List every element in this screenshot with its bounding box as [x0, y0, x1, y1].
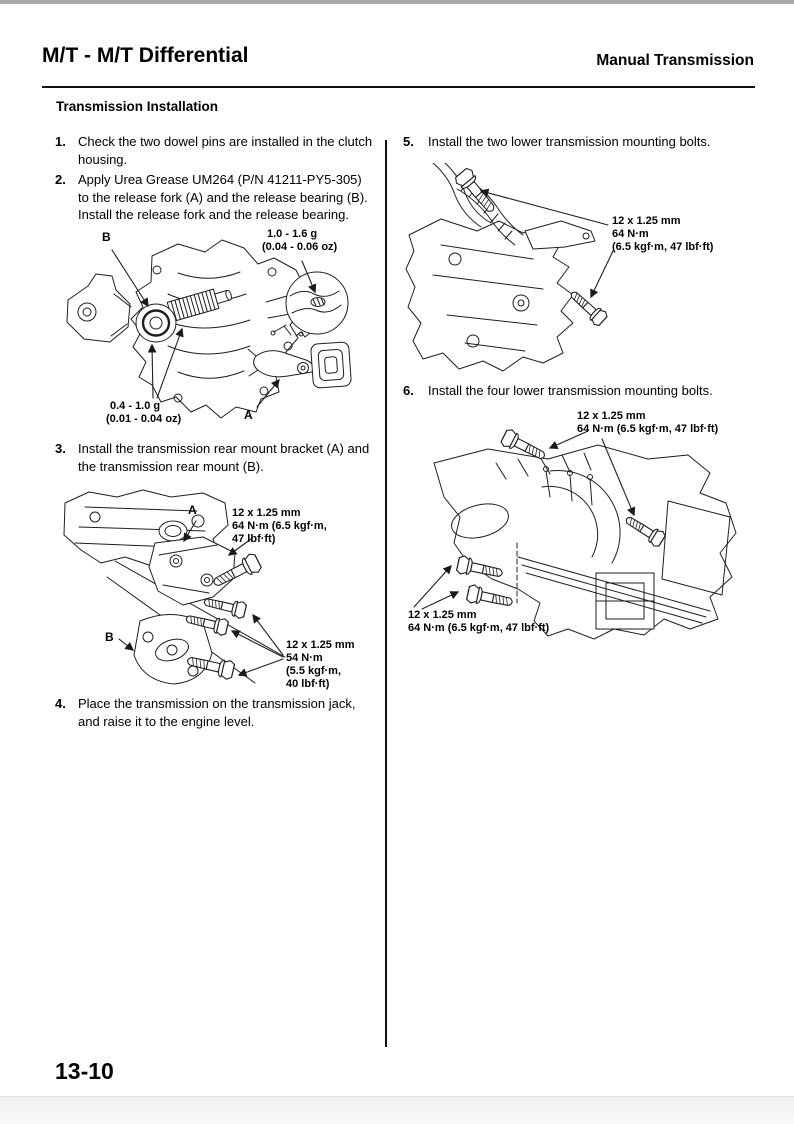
torque-spec-line: (6.5 kgf·m, 47 lbf·ft) [612, 241, 714, 253]
step-text: Apply Urea Grease UM264 (P/N 41211-PY5-3… [78, 172, 368, 222]
mounting-bolt-drawing [452, 166, 501, 218]
header-rule [42, 86, 755, 88]
figure-four-lower-bolts: 12 x 1.25 mm 64 N·m (6.5 kgf·m, 47 lbf·f… [400, 405, 770, 647]
two-lower-bolts-drawing [405, 163, 763, 377]
torque-spec-line: 64 N·m (6.5 kgf·m, 47 lbf·ft) [408, 622, 550, 634]
torque-spec-line: 12 x 1.25 mm [612, 215, 681, 227]
figure-rear-mount: A 12 x 1.25 mm 64 N·m (6.5 kgf·m, 47 lbf… [55, 487, 385, 692]
page-subtitle: Manual Transmission [596, 52, 754, 69]
torque-spec-line: 12 x 1.25 mm [577, 410, 646, 422]
figure-two-lower-bolts: 12 x 1.25 mm 64 N·m (6.5 kgf·m, 47 lbf·f… [405, 163, 763, 377]
mounting-bolt-drawing [565, 286, 610, 328]
torque-spec-line: 64 N·m (6.5 kgf·m, 47 lbf·ft) [577, 423, 719, 435]
transmission-tail-drawing [64, 490, 228, 565]
torque-spec-line: 64 N·m [612, 228, 649, 240]
rear-mount-drawing [55, 487, 385, 692]
callout-arrows [414, 431, 636, 609]
step-5: 5. Install the two lower transmission mo… [403, 133, 763, 151]
part-label-a: A [244, 408, 253, 422]
part-label-b: B [102, 230, 111, 244]
mounting-bolt-drawing [621, 511, 667, 549]
step-text: Install the four lower transmission moun… [428, 383, 713, 398]
step-3: 3. Install the transmission rear mount b… [55, 440, 377, 475]
callout-arrows [479, 188, 613, 299]
step-text: Check the two dowel pins are installed i… [78, 134, 373, 167]
transmission-body-drawing [406, 219, 595, 371]
torque-spec-line: (5.5 kgf·m, [286, 665, 342, 677]
part-label-b: B [105, 630, 114, 644]
end-cover-drawing [67, 274, 131, 342]
engine-transmission-assembly-drawing [434, 445, 736, 639]
grease-detail-inset [266, 272, 348, 334]
step-text: Install the two lower transmission mount… [428, 134, 711, 149]
step-text: Place the transmission on the transmissi… [78, 696, 356, 729]
torque-spec-line: 64 N·m (6.5 kgf·m, [232, 520, 327, 532]
step-number: 2. [55, 172, 66, 187]
mounting-bolt-drawing [455, 554, 505, 583]
torque-spec-line: 40 lbf·ft) [286, 678, 330, 690]
release-fork-drawing [60, 228, 390, 433]
fork-boot-drawing [311, 342, 352, 389]
release-fork-part-drawing [248, 325, 313, 377]
torque-spec-line: 47 lbf·ft) [232, 533, 276, 545]
step-number: 5. [403, 134, 414, 149]
part-label-a: A [188, 503, 197, 517]
rear-mount-part-drawing [134, 614, 212, 684]
figure-release-fork: B 1.0 - 1.6 g (0.04 - 0.06 oz) 0.4 - 1.0… [60, 228, 390, 433]
step-number: 6. [403, 383, 414, 398]
viewer-background [0, 1096, 794, 1124]
window-edge [0, 0, 794, 4]
step-number: 1. [55, 134, 66, 149]
grease-amount-line: 0.4 - 1.0 g [110, 400, 161, 412]
step-2: 2. Apply Urea Grease UM264 (P/N 41211-PY… [55, 171, 377, 224]
step-6: 6. Install the four lower transmission m… [403, 382, 763, 400]
mounting-bolt-drawing [465, 583, 515, 612]
torque-spec-line: 12 x 1.25 mm [232, 507, 301, 519]
torque-spec-line: 54 N·m [286, 652, 323, 664]
four-lower-bolts-drawing [400, 427, 770, 647]
grease-amount-line: 1.0 - 1.6 g [267, 228, 318, 240]
grease-amount-line: (0.04 - 0.06 oz) [262, 241, 338, 253]
column-divider [385, 140, 387, 1047]
callout-arrows [119, 521, 283, 677]
step-1: 1. Check the two dowel pins are installe… [55, 133, 377, 168]
grease-amount-line: (0.01 - 0.04 oz) [106, 413, 182, 425]
input-shaft-drawing [167, 285, 234, 322]
torque-spec-line: 12 x 1.25 mm [408, 609, 477, 621]
torque-spec-line: 12 x 1.25 mm [286, 639, 355, 651]
section-title: Transmission Installation [56, 99, 219, 114]
page-title: M/T - M/T Differential [42, 44, 249, 67]
step-4: 4. Place the transmission on the transmi… [55, 695, 377, 730]
page-number: 13-10 [55, 1058, 114, 1084]
mount-bracket-drawing [149, 537, 235, 605]
step-text: Install the transmission rear mount brac… [78, 441, 370, 474]
harness-hoses-drawing [433, 163, 523, 245]
release-bearing-drawing [136, 304, 176, 342]
step-number: 4. [55, 696, 66, 711]
callout-arrows [112, 250, 317, 407]
step-number: 3. [55, 441, 66, 456]
